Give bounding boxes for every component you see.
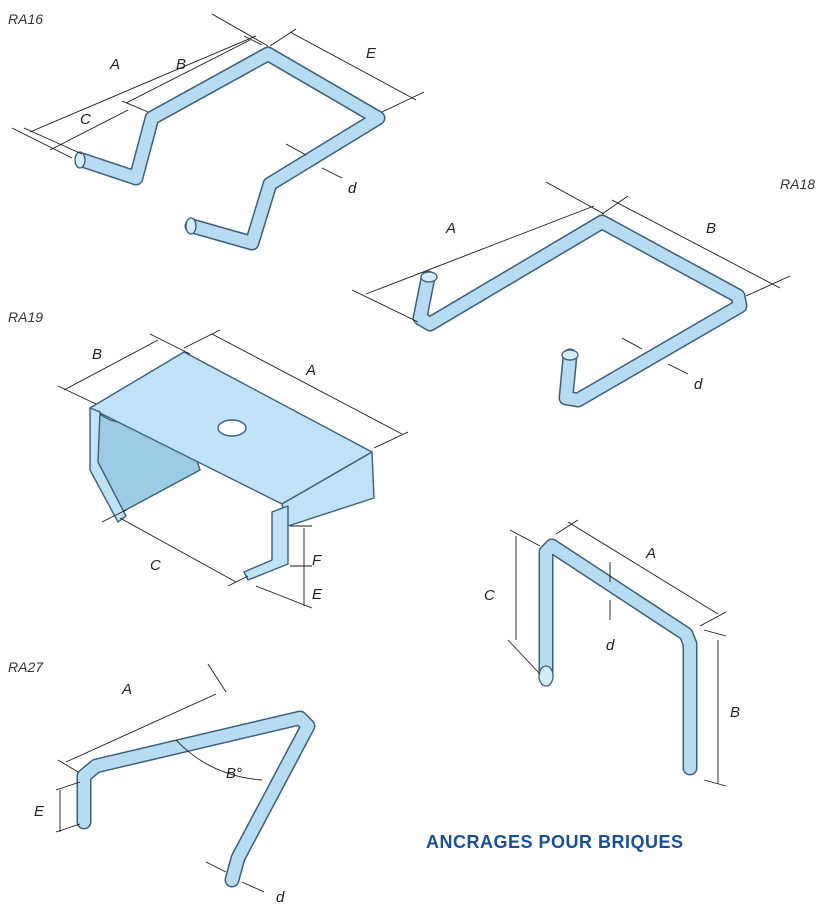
- rod-end-cap: [185, 217, 197, 235]
- rod-end-cap: [74, 151, 86, 169]
- bracket-left-flange: [89, 407, 127, 523]
- u-dimension-lines: [507, 519, 727, 787]
- ra16-dimension-lines: [11, 13, 425, 179]
- code-ra18: RA18: [780, 176, 815, 192]
- page-title: ANCRAGES POUR BRIQUES: [426, 832, 684, 852]
- code-ra19: RA19: [8, 309, 43, 325]
- dim-label-d: d: [276, 889, 285, 906]
- dim-label-A: A: [445, 220, 456, 237]
- bracket-right-leg: [243, 505, 289, 581]
- dim-label-A: A: [121, 681, 132, 698]
- dim-label-C: C: [80, 111, 91, 128]
- angle-arc: [175, 739, 263, 781]
- dim-label-A: A: [305, 362, 316, 379]
- ra27-dimension-lines: [55, 663, 265, 893]
- dim-label-C: C: [484, 587, 495, 604]
- dim-label-E: E: [366, 45, 377, 62]
- dim-label-B: B: [92, 346, 102, 363]
- dim-label-d: d: [694, 376, 703, 393]
- dim-label-E: E: [312, 586, 323, 603]
- anchor-u: C A d B: [484, 519, 740, 787]
- dim-label-B: B: [730, 704, 740, 721]
- dim-label-B-angle: B°: [226, 765, 242, 782]
- ra18-rod: [412, 214, 748, 408]
- rod-end-cap: [420, 271, 438, 283]
- ra27-rod: [76, 710, 316, 888]
- rod-end-cap: [538, 665, 554, 687]
- dim-label-d: d: [348, 180, 357, 197]
- bracket-hole: [217, 419, 247, 437]
- dim-label-B: B: [176, 56, 186, 73]
- dim-label-d: d: [606, 637, 615, 654]
- ra19-bracket: [89, 351, 375, 581]
- anchor-ra18: RA18 A B d: [351, 176, 815, 408]
- dim-label-F: F: [312, 552, 322, 569]
- dim-label-C: C: [150, 557, 161, 574]
- dim-label-E: E: [34, 803, 45, 820]
- dim-label-B: B: [706, 220, 716, 237]
- anchor-ra16: RA16 A B C E d: [8, 11, 425, 251]
- dim-label-A: A: [109, 56, 120, 73]
- code-ra27: RA27: [8, 659, 44, 675]
- code-ra16: RA16: [8, 11, 43, 27]
- u-rod: [538, 538, 698, 776]
- anchor-ra27: RA27 A B° E d: [8, 659, 316, 906]
- anchor-ra19: RA19 B: [8, 309, 409, 609]
- dim-label-A: A: [645, 545, 656, 562]
- ra16-rod: [74, 46, 386, 251]
- ra18-dimension-lines: [351, 181, 791, 375]
- ra19-dimension-lines: [57, 329, 409, 609]
- rod-end-cap: [561, 349, 579, 361]
